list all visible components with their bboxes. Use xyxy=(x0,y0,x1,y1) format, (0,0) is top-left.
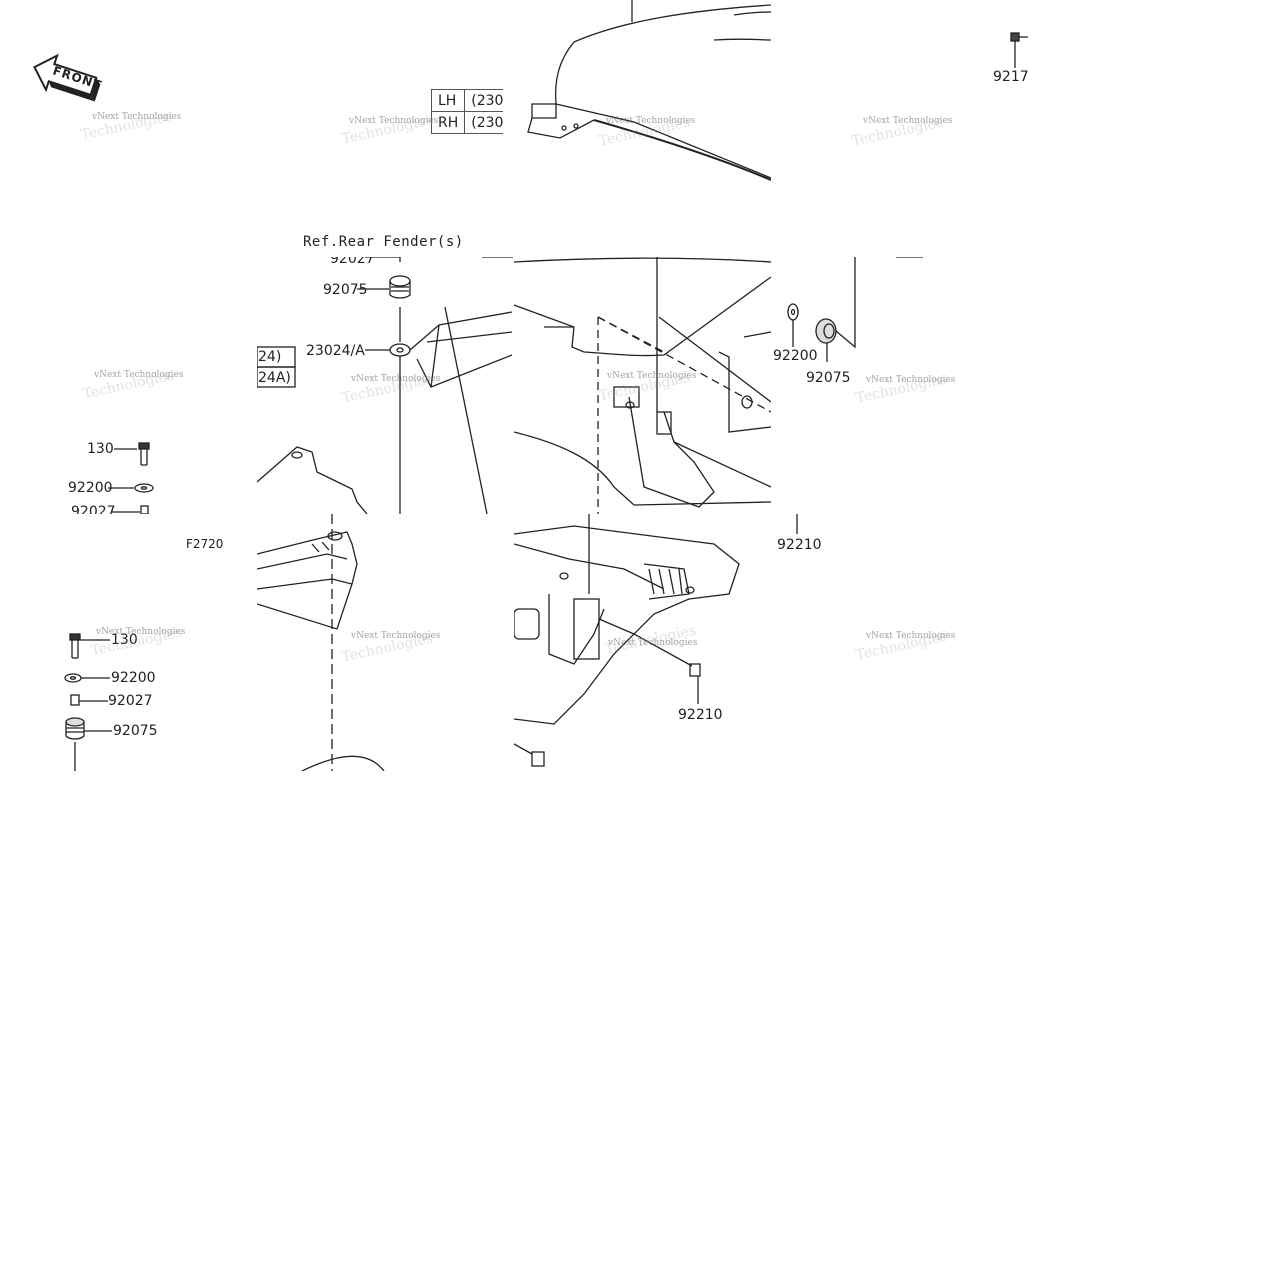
watermark: vNext Technologies xyxy=(608,638,698,648)
fender-underside-drawing xyxy=(514,514,740,767)
diagram-tile-row3-2: vNext Technologies Technologies xyxy=(257,514,514,771)
front-arrow-icon xyxy=(33,53,101,102)
rear-fender-drawing xyxy=(514,257,771,514)
part-number-92027: 92027 xyxy=(330,257,375,267)
fastener-icons xyxy=(108,442,154,514)
grab-bar-drawing xyxy=(257,257,513,514)
diagram-tile-top-4: 92172 vNext Technologies Technologies xyxy=(771,0,1028,257)
watermark: vNext Technologies xyxy=(96,627,186,637)
grab-bar-drawing-lower xyxy=(257,514,385,771)
table-row: RH (230 xyxy=(430,111,504,134)
value-cell: (230 xyxy=(464,89,504,112)
watermark: vNext Technologies xyxy=(351,631,441,641)
diagram-tile-row3-1: F2720 130 92200 92027 92075 vNext Techno… xyxy=(0,514,257,771)
part-number-92200: 92200 xyxy=(773,348,818,364)
part-number-92027: 92027 xyxy=(71,504,116,514)
diagram-tile-row2-4: 92200 92075 vNext Technologies Technolog… xyxy=(771,257,1028,514)
watermark: vNext Technologies xyxy=(866,375,956,385)
diagram-tile-row3-4: 92210 vNext Technologies Technologies xyxy=(771,514,1028,771)
part-number-92075: 92075 xyxy=(806,370,851,386)
watermark: vNext Technologies xyxy=(349,116,439,126)
diagram-tile-row2-2: 92027 92075 23024/A 24) 24A) vNext Techn… xyxy=(257,257,514,514)
side-cell: LH xyxy=(430,89,466,112)
part-number-92200: 92200 xyxy=(111,670,156,686)
part-number-92210: 92210 xyxy=(777,537,822,553)
figure-code: F2720 xyxy=(186,537,224,551)
diagram-tile-row2-1: 130 92200 92027 vNext Technologies Techn… xyxy=(0,257,257,514)
fastener-icons-lower xyxy=(64,633,112,771)
part-number-130: 130 xyxy=(87,441,114,457)
watermark: vNext Technologies xyxy=(351,374,441,384)
diagram-tile-top-3: vNext Technologies Technologies xyxy=(514,0,771,257)
part-number-92200: 92200 xyxy=(68,480,113,496)
part-number-92172: 92172 xyxy=(993,69,1028,85)
table-row: LH (230 xyxy=(430,89,504,112)
watermark: vNext Technologies xyxy=(94,370,184,380)
reference-label: Ref.Rear Fender(s) xyxy=(303,234,464,250)
watermark: vNext Technologies xyxy=(606,116,696,126)
part-number-92075: 92075 xyxy=(113,723,158,739)
diagram-tile-row3-3: 92210 vNext Technologies Technologies xyxy=(514,514,771,771)
diagram-tile-row2-3: 2 vNext Technologies Technologies xyxy=(514,257,771,514)
side-table-partial-rh: 24A) xyxy=(258,370,291,386)
diagram-tile-top-2: LH (230 RH (230 vNext Technologies Techn… xyxy=(257,0,514,257)
part-number-23024: 23024/A xyxy=(306,343,365,359)
screw-icon xyxy=(1010,32,1028,68)
watermark: vNext Technologies xyxy=(866,631,956,641)
diagram-tile-top-left: FRONT vNext Technologies Technologies xyxy=(0,0,257,257)
grommet-icons xyxy=(787,257,923,362)
part-number-92075: 92075 xyxy=(323,282,368,298)
part-number-2: 2 xyxy=(770,327,771,343)
side-table: LH (230 RH (230 xyxy=(430,89,504,134)
seat-drawing xyxy=(527,0,771,181)
part-number-130: 130 xyxy=(111,632,138,648)
value-cell: (230 xyxy=(464,111,504,134)
part-number-92210: 92210 xyxy=(678,707,723,723)
watermark: vNext Technologies xyxy=(92,112,182,122)
side-table-partial-lh: 24) xyxy=(258,349,282,365)
part-number-92027: 92027 xyxy=(108,693,153,709)
watermark: vNext Technologies xyxy=(863,116,953,126)
watermark: vNext Technologies xyxy=(607,371,697,381)
side-cell: RH xyxy=(430,111,466,134)
